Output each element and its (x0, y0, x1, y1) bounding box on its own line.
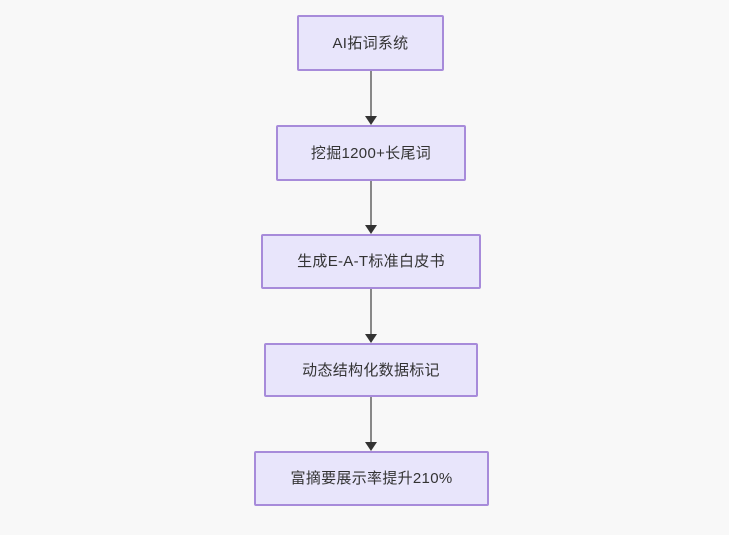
arrowhead-down-icon (365, 334, 377, 343)
flow-connector-2 (360, 181, 382, 234)
flow-node-label: 挖掘1200+长尾词 (310, 144, 432, 162)
connector-line (370, 181, 372, 226)
flow-node-label: 生成E-A-T标准白皮书 (297, 253, 445, 270)
flow-node-mine-longtail-keywords[interactable]: 挖掘1200+长尾词 (276, 125, 466, 181)
connector-line (370, 289, 372, 335)
flow-node-dynamic-structured-data[interactable]: 动态结构化数据标记 (264, 343, 478, 397)
arrowhead-down-icon (365, 225, 377, 234)
flow-connector-4 (360, 397, 382, 451)
flow-node-label: 富摘要展示率提升210% (290, 470, 453, 487)
flow-connector-1 (360, 71, 382, 125)
arrowhead-down-icon (365, 116, 377, 125)
flow-node-label: AI拓词系统 (332, 34, 409, 52)
flow-connector-3 (360, 289, 382, 343)
flow-node-label: 动态结构化数据标记 (302, 361, 440, 379)
flow-node-ai-keyword-system[interactable]: AI拓词系统 (297, 15, 444, 71)
connector-line (370, 71, 372, 117)
flow-node-rich-snippet-rate-increase[interactable]: 富摘要展示率提升210% (254, 451, 489, 506)
flow-node-generate-eat-whitepaper[interactable]: 生成E-A-T标准白皮书 (261, 234, 481, 289)
arrowhead-down-icon (365, 442, 377, 451)
connector-line (370, 397, 372, 443)
